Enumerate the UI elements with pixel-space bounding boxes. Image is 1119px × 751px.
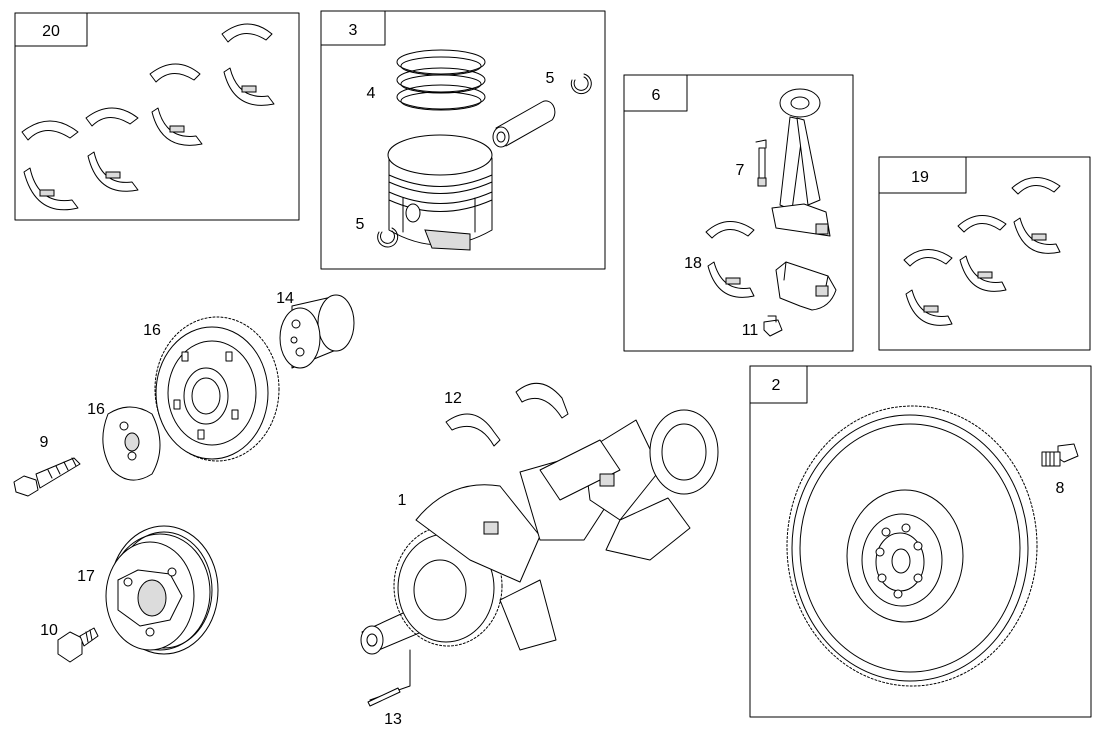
callout-12: 12 [444, 390, 462, 407]
callout-1: 1 [398, 492, 407, 509]
box-2-flywheel-assembly: 2 8 [749, 365, 1092, 718]
box-19-label: 19 [911, 169, 929, 186]
bearing-shell [1011, 177, 1061, 254]
dowel-pin [367, 687, 401, 707]
bearing-shell [149, 63, 203, 146]
callout-17: 17 [77, 568, 95, 585]
callout-14: 14 [276, 290, 294, 307]
rod-cap [775, 261, 837, 311]
circlip [377, 227, 399, 248]
piston [387, 134, 493, 251]
crank-pulley [105, 525, 219, 655]
piston-rings [396, 49, 486, 111]
bearing-shell [903, 249, 953, 326]
bearing-shell [957, 215, 1007, 292]
crankshaft [360, 409, 719, 701]
rod-bolt [755, 139, 767, 187]
box-6-label: 6 [652, 87, 661, 104]
callout-16-bottom: 16 [87, 401, 105, 418]
callout-5-bottom: 5 [356, 216, 365, 233]
callout-5-top: 5 [546, 70, 555, 87]
flywheel [786, 405, 1038, 687]
box-3-piston-assembly: 3 4 5 [320, 10, 606, 270]
callout-4: 4 [367, 85, 376, 102]
box-20-main-bearing-set: 20 [14, 12, 300, 221]
pulley-bolt [57, 627, 99, 663]
box-3-label: 3 [349, 22, 358, 39]
rod-nut [763, 315, 783, 337]
callout-18: 18 [684, 255, 702, 272]
thrust-washer-upper [445, 413, 501, 447]
bearing-shell [85, 107, 139, 192]
bearing-shell [21, 120, 79, 211]
flywheel-bolt [1041, 443, 1079, 467]
box-6-connecting-rod-assembly: 6 7 18 11 [623, 74, 854, 352]
rod-bearing-shell [705, 221, 755, 298]
thrust-washer-lower [515, 382, 569, 419]
box-20-label: 20 [42, 23, 60, 40]
callout-8: 8 [1056, 480, 1065, 497]
callout-11: 11 [742, 322, 759, 339]
connecting-rod [771, 88, 831, 237]
callout-7: 7 [736, 162, 745, 179]
callout-13: 13 [384, 711, 402, 728]
piston-pin [492, 100, 556, 148]
timing-gear [154, 316, 280, 462]
crank-sprocket-hub [279, 294, 355, 369]
box-2-label: 2 [772, 377, 781, 394]
gear-bolt [13, 457, 81, 497]
circlip [570, 73, 592, 95]
callout-10: 10 [40, 622, 58, 639]
thrust-plate [102, 406, 161, 481]
callout-9: 9 [40, 434, 49, 451]
callout-16-top: 16 [143, 322, 161, 339]
box-19-rod-bearing-set: 19 [878, 156, 1091, 351]
bearing-shell [221, 23, 275, 106]
